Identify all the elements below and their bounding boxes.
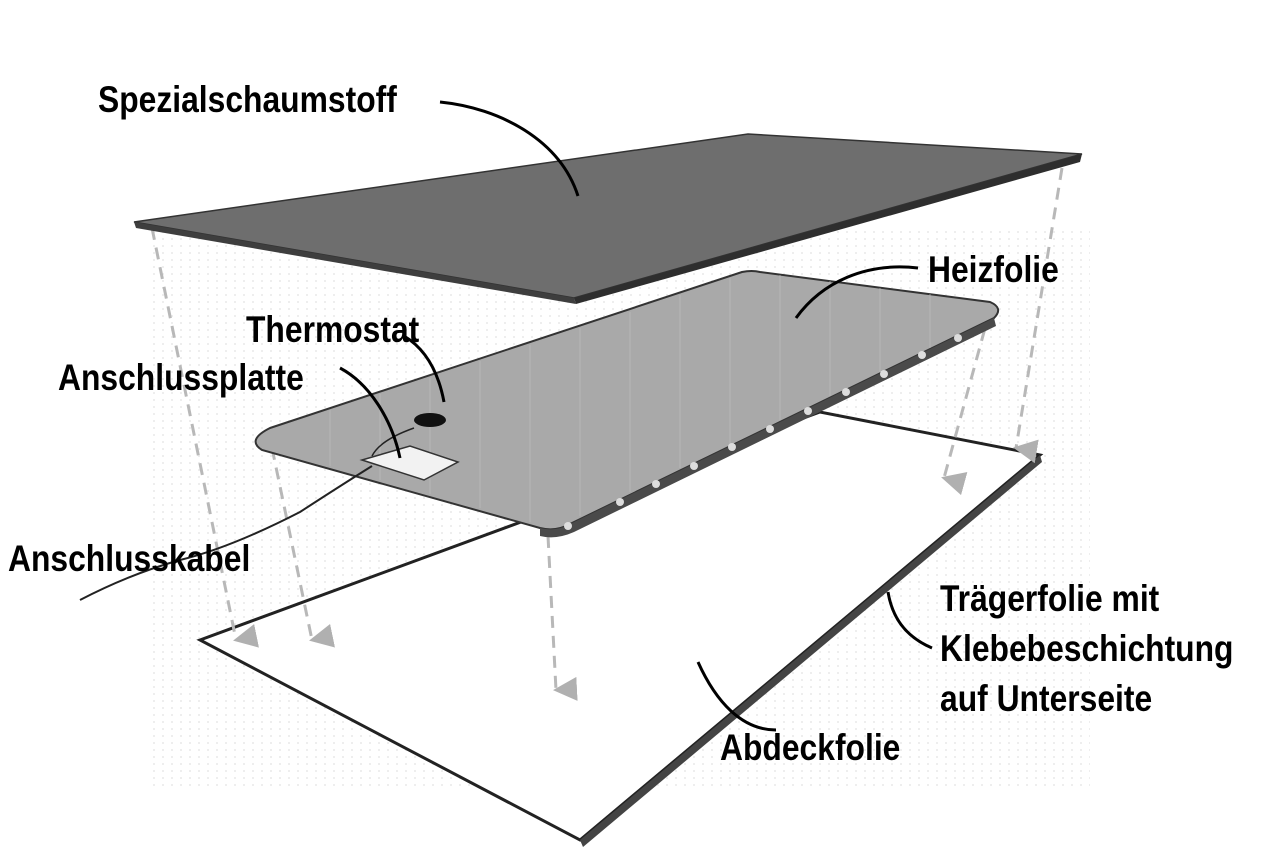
leader-connection-plate: [339, 366, 402, 459]
foam-edge: [574, 154, 1082, 304]
drop-arrow-right-inner: [941, 309, 992, 496]
label-carrier-foil: Trägerfolie mit Klebebeschichtung auf Un…: [940, 574, 1234, 724]
leader-heating-foil: [794, 265, 919, 319]
thermostat-element: [414, 413, 446, 427]
foam-layer: [133, 133, 1083, 304]
connection-cable-wire: [79, 465, 373, 601]
leader-cover-foil: [696, 661, 777, 732]
drop-arrows: [150, 167, 1064, 701]
drop-arrow-left-inner: [270, 447, 336, 648]
label-connection-plate: Anschlussplatte: [58, 357, 304, 398]
label-carrier-foil-line-1: Trägerfolie mit: [940, 578, 1160, 619]
label-carrier-foil-line-2: Klebebeschichtung: [940, 628, 1234, 669]
leader-thermostat: [403, 334, 446, 403]
label-cover-foil: Abdeckfolie: [720, 727, 901, 768]
connection-plate-element: [359, 445, 460, 481]
drop-arrow-center: [546, 535, 578, 701]
label-connection-cable: Anschlusskabel: [8, 538, 251, 579]
drop-arrow-left-outer: [150, 227, 259, 648]
label-carrier-foil-line-3: auf Unterseite: [940, 678, 1153, 719]
drop-arrow-right-outer: [1013, 167, 1064, 464]
label-heating-foil: Heizfolie: [928, 249, 1059, 290]
leader-lines: [339, 100, 933, 732]
foam-edge-left: [134, 222, 576, 304]
label-foam: Spezialschaumstoff: [98, 79, 397, 120]
carrier-foil-edge: [580, 455, 1042, 847]
heating-foil-layer: [79, 270, 1000, 601]
leader-foam: [439, 100, 580, 197]
label-thermostat: Thermostat: [246, 309, 420, 350]
leader-carrier-foil: [886, 591, 933, 650]
